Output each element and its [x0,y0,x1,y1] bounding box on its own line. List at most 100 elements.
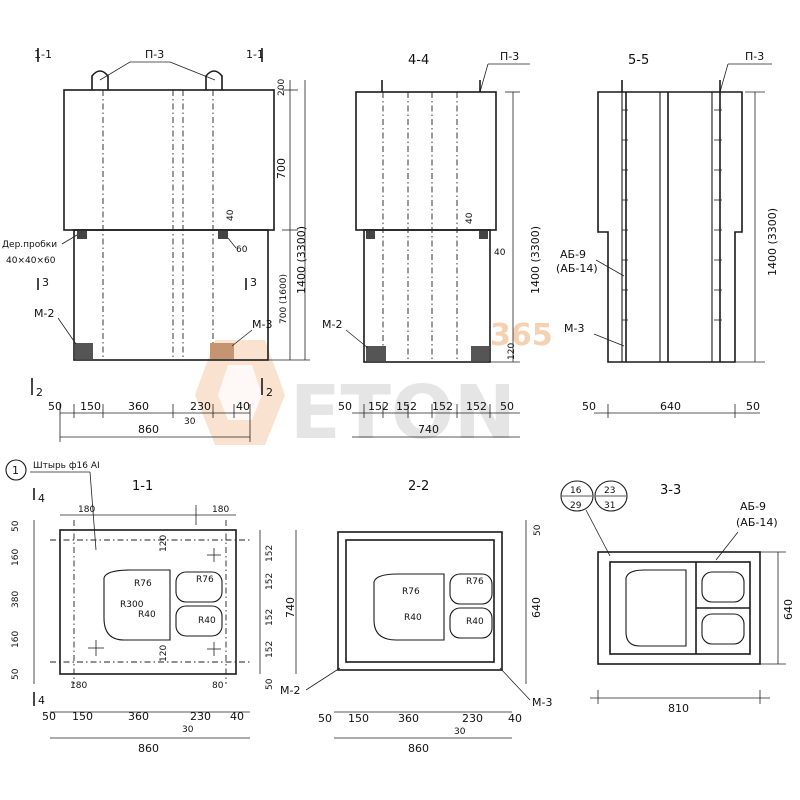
watermark: 365 ETON [195,318,553,456]
ld5: 50 [11,668,21,680]
c2b: 31 [604,501,615,511]
d120-bot: 120 [159,645,169,662]
view-4-4: 4-4 П-3 40 40 1400 (3300) М-2 120 50 152… [322,50,542,438]
d50t: 50 [533,524,543,536]
dim-700: 700 [275,158,288,179]
dim-180-top: 180 [78,505,95,515]
ld1: 50 [11,520,21,532]
mark-p3: П-3 [745,50,764,63]
dim-b4: 230 [190,400,211,413]
dim-700b: 700 (1600) [279,274,289,324]
rd2: 152 [265,573,275,590]
view-title: 2-2 [408,479,429,494]
pin-label: Штырь ф16 АI [33,461,100,471]
rd1: 152 [265,545,275,562]
view-1-1-elevation: 1-1 1-1 П-3 200 700 1400 (3300) 700 (160… [2,48,310,442]
view-title: 3-3 [660,483,681,498]
watermark-top: 365 [490,318,553,353]
dim-b5: 152 [466,400,487,413]
cut-3-right: 3 [250,276,257,289]
d120-top: 120 [159,535,169,552]
dim-b2: 150 [80,400,101,413]
dim-b3: 360 [128,710,149,723]
view-title: 4-4 [408,53,429,68]
label-m3: М-3 [252,318,272,331]
plug-size: 40×40×60 [6,256,56,266]
dim-b30: 30 [454,727,466,737]
dim-b4: 230 [462,712,483,725]
rd4: 152 [265,641,275,658]
dim-b2: 150 [348,712,369,725]
view-5-5: 5-5 П-3 АБ-9 (АБ-14) М-3 1400 (3300) [556,50,779,418]
dim-b1: 50 [318,712,332,725]
dim-200: 200 [277,79,287,96]
r40a: R40 [404,613,422,623]
dim-b6: 50 [500,400,514,413]
dim-b1: 50 [42,710,56,723]
d640: 640 [530,597,543,618]
dim-total: 860 [138,423,159,436]
label-ab9: АБ-9 [560,248,586,261]
dim-total: 860 [408,742,429,755]
dim-b3: 360 [398,712,419,725]
dim-120: 120 [507,343,517,360]
dim-b3: 360 [128,400,149,413]
rebar-ticks [622,109,722,321]
r76b: R76 [196,575,214,585]
label-m2: М-2 [34,307,54,320]
cut-4-top: 4 [38,492,45,505]
dim-b30: 30 [182,725,194,735]
dim-b30: 30 [184,417,196,427]
dim-b2: 152 [368,400,389,413]
label-m3: М-3 [564,322,584,335]
ld3: 380 [11,591,21,608]
ld4: 160 [11,631,21,648]
c2a: 23 [604,486,615,496]
mark-p3: П-3 [145,48,164,61]
dim-b4: 230 [190,710,211,723]
dim-b2: 150 [72,710,93,723]
label-m2: М-2 [280,684,300,697]
dim-b3: 152 [396,400,417,413]
plan-2-2: 2-2 R76 R76 R40 R40 50 640 50 М-2 М-3 50… [265,479,552,755]
dim-1400: 1400 (3300) [295,226,308,294]
plan-3-3: 3-3 16 29 23 31 АБ-9 (АБ-14) 640 810 [560,480,795,715]
bot180: 180 [70,681,87,691]
dim-total: 810 [668,702,689,715]
cut-2-right: 2 [266,386,273,399]
label-m3: М-3 [532,696,552,709]
dim-b1: 50 [582,400,596,413]
dim-b5: 40 [236,400,250,413]
label-ab14: (АБ-14) [736,516,778,529]
dim-180-topr: 180 [212,505,229,515]
dim-b1: 50 [338,400,352,413]
label-m2: М-2 [322,318,342,331]
d640: 640 [782,599,795,620]
dim-b2: 640 [660,400,681,413]
dim-b4: 152 [432,400,453,413]
cut-label-left: 1-1 [34,48,52,61]
r76b: R76 [466,577,484,587]
r76a: R76 [402,587,420,597]
cut-4-bottom: 4 [38,694,45,707]
r76a: R76 [134,579,152,589]
dim-total: 860 [138,742,159,755]
r40b: R40 [198,616,216,626]
dim-b3: 50 [746,400,760,413]
dim-1400: 1400 (3300) [529,226,542,294]
dim-60: 60 [236,245,248,255]
c1a: 16 [570,486,582,496]
view-title: 1-1 [132,479,153,494]
dim-total: 740 [418,423,439,436]
r40a: R40 [138,610,156,620]
dim-b1: 50 [48,400,62,413]
cut-label-right: 1-1 [246,48,264,61]
plug-note: Дер.пробки [2,240,57,250]
cut-2-left: 2 [36,386,43,399]
cut-3-left: 3 [42,276,49,289]
dim-40: 40 [226,209,236,221]
dim-b5: 40 [230,710,244,723]
bot80: 80 [212,681,224,691]
pin-number: 1 [12,464,19,477]
r40b: R40 [466,617,484,627]
